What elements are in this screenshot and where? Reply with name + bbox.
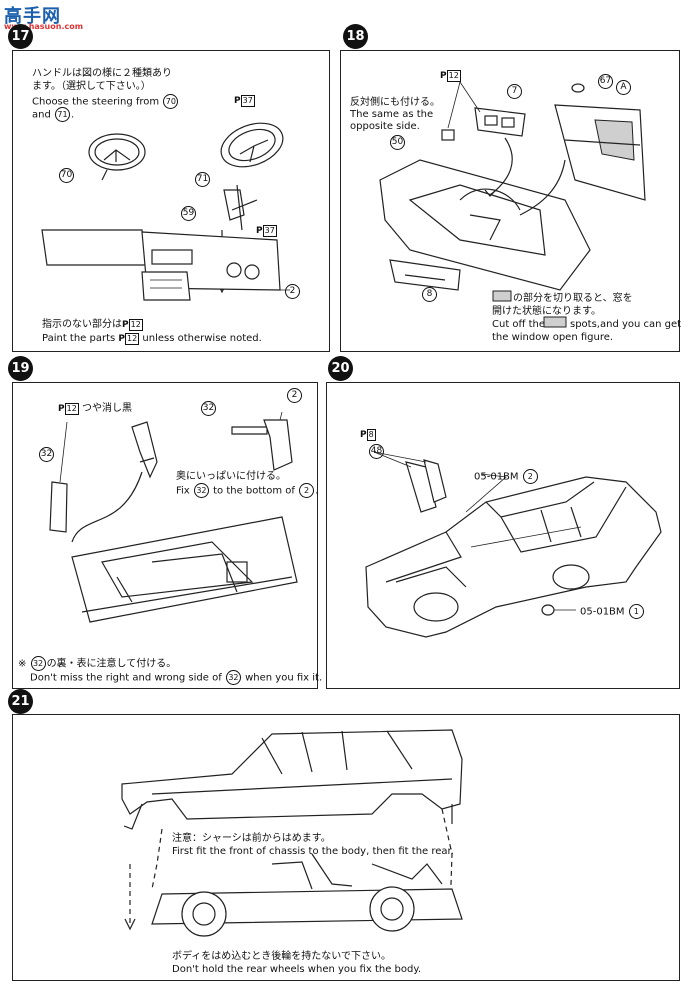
decal-code: 05-01BM [474,471,519,483]
en-note-a: Don't miss the right and wrong side of [30,672,222,684]
step-18-en-text-2: opposite side. [350,121,420,132]
step-17-jp-text-2: ます。（選択して下さい。） [32,81,151,92]
note-en-tail: unless otherwise noted. [142,333,262,344]
step-20-illustration [365,451,662,638]
step-17-jp-text-1: ハンドルは図の様に２種類あり [32,68,172,79]
step-17-en-text-2: and 71. [32,107,74,122]
step-17-and: and [32,109,51,121]
part-2-marker: 2 [299,483,315,498]
paint-prefix: P [440,71,447,81]
paint-code-box: 37 [240,95,255,107]
step-18-en-note-a: Cut off the [492,319,546,330]
step-21-illustration [121,729,463,937]
paint-code-box: 8 [366,429,376,441]
part-32-marker: 32 [193,483,209,498]
step-20-decal-bottom: 05-01BM 1 [580,604,645,619]
label-part-8: 8 [422,287,437,302]
jp-note-text: の裏・表に注意して付ける。 [46,658,177,670]
step-17-illustration [41,122,290,301]
label-part-2-step19: 2 [287,388,302,403]
note-en-text: Paint the parts [42,333,116,344]
step-21-en-note-1: First fit the front of chassis to the bo… [172,846,454,857]
step-18-jp-text: 反対側にも付ける。 [350,97,440,108]
label-part-2: 2 [285,284,300,299]
step-21-number: 21 [8,689,33,714]
step-18-jp-note-1: の部分を切り取ると、窓を [513,293,633,304]
site-url: www.hasuon.com [4,22,84,31]
step-21-jp-note-1: 注意：シャーシは前からはめます。 [172,833,331,844]
label-part-32-left: 32 [39,447,54,462]
paint-code-box: 12 [64,403,79,415]
part-70-marker: 70 [163,94,179,109]
label-part-70: 70 [59,168,74,183]
step-18-en-note-b: spots,and you can get [570,319,682,330]
paint-code-box: 12 [446,70,461,82]
label-part-48: 48 [369,444,384,459]
step-17-number: 17 [8,24,33,49]
label-part-59: 59 [181,206,196,221]
paint-prefix: P [122,320,129,330]
step-18-illustration [379,81,646,328]
label-part-7: 7 [507,84,522,99]
decal-code: 05-01BM [580,606,625,618]
fix-label-2: to the bottom of [213,485,295,497]
step-20-decal-top: 05-01BM 2 [474,469,539,484]
label-part-32-right: 32 [201,401,216,416]
label-part-50: 50 [390,135,405,150]
paint-prefix: P [118,334,126,344]
step-19-en-fix: Fix 32 to the bottom of 2. [176,483,318,498]
step-20-number: 20 [328,356,353,381]
en-note-b: when you fix it. [245,672,323,684]
step-21-en-note-2: Don't hold the rear wheels when you fix … [172,964,422,975]
step-19-number: 19 [8,356,33,381]
part-32-marker: 32 [225,670,241,685]
note-jp-text: 指示のない部分は [42,319,122,330]
decal-number: 1 [628,604,644,619]
paint-code-box: 12 [128,319,143,331]
step-18-jp-note-2: 開けた状態になります。 [492,306,601,317]
part-32-marker: 32 [30,656,46,671]
part-71-marker: 71 [55,107,71,122]
paint-prefix: P [234,96,241,106]
paint-prefix: P [58,404,65,414]
step-19-en-note: Don't miss the right and wrong side of 3… [30,670,322,685]
label-part-67: 67 [598,74,613,89]
step-19-jp-fix: 奥にいっぱいに付ける。 [176,471,286,482]
site-logo: 高手网 [4,6,61,27]
label-part-71: 71 [195,172,210,187]
paint-prefix: P [256,226,263,236]
fix-label: Fix [176,485,190,497]
step-18-number: 18 [343,24,368,49]
step-19-illustration [49,411,298,623]
step-18-en-note-c: the window open figure. [492,332,614,343]
decal-number: 2 [522,469,538,484]
step-21-jp-note-2: ボディをはめ込むとき後輪を持たないで下さい。 [172,951,391,962]
label-part-a: A [616,80,631,95]
paint-prefix: P [360,430,367,440]
paint-code-box: 37 [262,225,277,237]
step-18-en-text-1: The same as the [350,109,434,120]
step-17-en-label: Choose the steering from [32,96,160,108]
paint-desc: つや消し黒 [81,403,132,414]
step-17-en-text: Choose the steering from 70 [32,94,179,109]
paint-code-box: 12 [125,333,140,345]
